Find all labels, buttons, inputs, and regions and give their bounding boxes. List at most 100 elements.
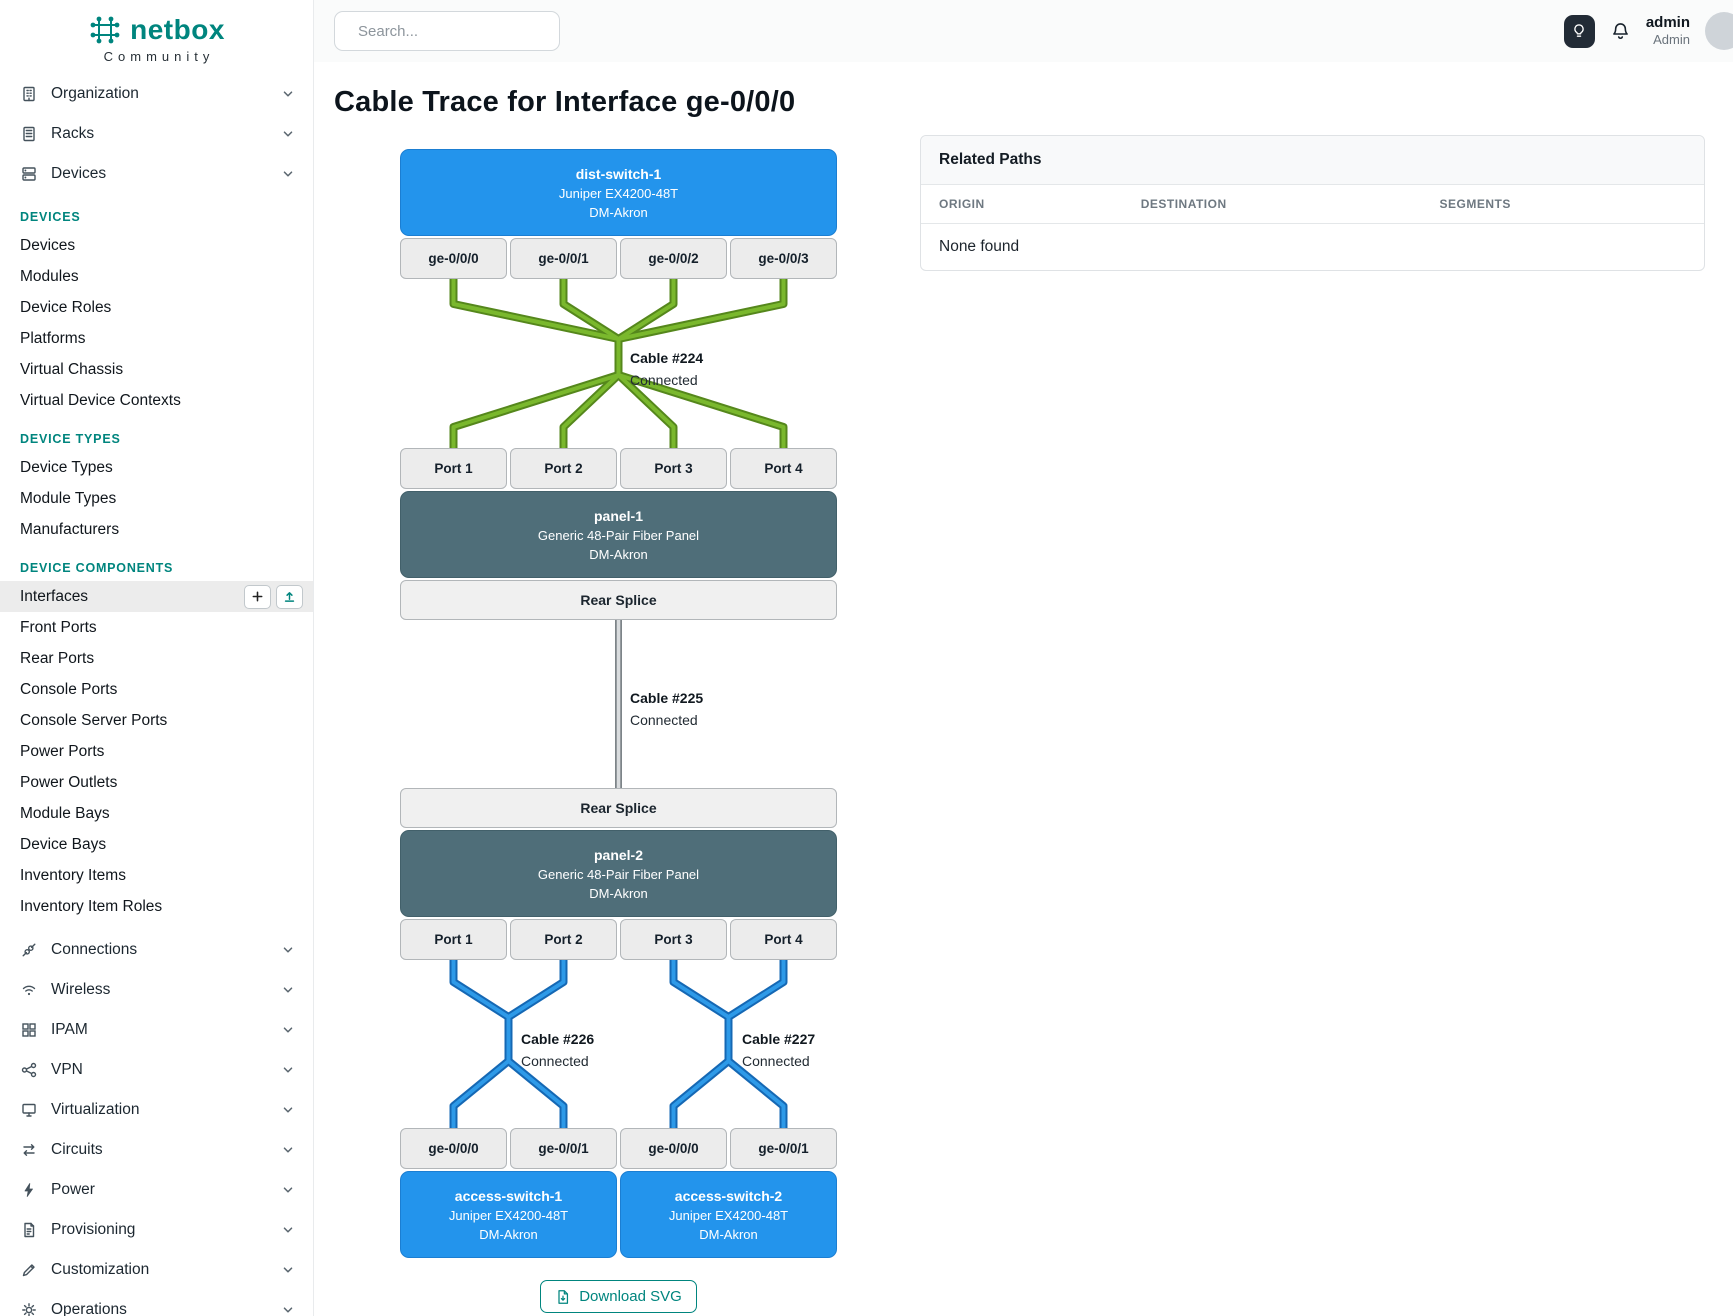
brand-name: netbox xyxy=(130,14,225,45)
sidebar-item-vpn[interactable]: VPN xyxy=(0,1050,313,1090)
trace-device-access-switch-2[interactable]: access-switch-2 Juniper EX4200-48T DM-Ak… xyxy=(620,1171,837,1258)
interface-port[interactable]: ge-0/0/2 xyxy=(620,238,727,279)
search-input[interactable] xyxy=(356,21,559,41)
front-port[interactable]: Port 4 xyxy=(730,919,837,960)
cable-link[interactable]: Cable #227 xyxy=(742,1031,816,1047)
front-port[interactable]: Port 2 xyxy=(510,919,617,960)
interface-port[interactable]: ge-0/0/3 xyxy=(730,238,837,279)
front-port[interactable]: Port 3 xyxy=(620,919,727,960)
panel1-front-port-row: Port 1 Port 2 Port 3 Port 4 xyxy=(400,448,837,489)
cable-225-label: Cable #225 Connected xyxy=(630,687,703,731)
trace-device-panel-2[interactable]: panel-2 Generic 48-Pair Fiber Panel DM-A… xyxy=(400,830,837,917)
sidebar-item-power[interactable]: Power xyxy=(0,1170,313,1210)
sidebar-item-power-ports[interactable]: Power Ports xyxy=(20,742,105,760)
front-port[interactable]: Port 1 xyxy=(400,448,507,489)
sidebar-item-front-ports[interactable]: Front Ports xyxy=(20,618,97,636)
front-port[interactable]: Port 2 xyxy=(510,448,617,489)
add-interface-button[interactable] xyxy=(244,584,271,609)
interface-port[interactable]: ge-0/0/0 xyxy=(400,1128,507,1169)
chevron-down-icon xyxy=(283,1107,293,1113)
cable-224-line[interactable] xyxy=(449,279,788,448)
sidebar-item-virtualization[interactable]: Virtualization xyxy=(0,1090,313,1130)
cable-226-line[interactable] xyxy=(449,960,568,1128)
sidebar-item-virtual-device-contexts[interactable]: Virtual Device Contexts xyxy=(20,391,181,409)
sidebar-item-device-bays[interactable]: Device Bays xyxy=(20,835,107,853)
download-svg-button[interactable]: Download SVG xyxy=(540,1280,697,1313)
sidebar-item-devices[interactable]: Devices xyxy=(0,154,313,194)
chevron-down-icon xyxy=(283,947,293,953)
chevron-down-icon xyxy=(283,1147,293,1153)
rack-icon xyxy=(20,125,38,143)
sidebar-item-device-roles[interactable]: Device Roles xyxy=(20,298,112,316)
cable-227-line[interactable] xyxy=(669,960,788,1128)
sidebar-item-inventory-item-roles[interactable]: Inventory Item Roles xyxy=(20,897,163,915)
sidebar-item-circuits[interactable]: Circuits xyxy=(0,1130,313,1170)
related-paths-title: Related Paths xyxy=(921,136,1704,185)
theme-toggle-button[interactable] xyxy=(1563,14,1595,48)
chevron-down-icon xyxy=(283,1267,293,1273)
transfer-arrows-icon xyxy=(20,1141,38,1159)
sidebar-item-inventory-items[interactable]: Inventory Items xyxy=(20,866,126,884)
user-avatar[interactable] xyxy=(1705,12,1733,50)
sidebar-item-devices-list[interactable]: Devices xyxy=(20,236,76,254)
sidebar-item-customization[interactable]: Customization xyxy=(0,1250,313,1290)
cable-link[interactable]: Cable #225 xyxy=(630,690,704,706)
sidebar-item-power-outlets[interactable]: Power Outlets xyxy=(20,773,118,791)
sidebar-item-device-types[interactable]: Device Types xyxy=(20,458,113,476)
column-header-segments: SEGMENTS xyxy=(1439,197,1511,211)
page-content: Cable Trace for Interface ge-0/0/0 xyxy=(314,62,1733,1316)
front-port[interactable]: Port 3 xyxy=(620,448,727,489)
chevron-down-icon xyxy=(283,171,293,177)
brand-tagline: Community xyxy=(103,49,215,64)
sidebar-item-connections[interactable]: Connections xyxy=(0,930,313,970)
panel1-rear-splice[interactable]: Rear Splice xyxy=(400,580,837,620)
sidebar-item-ipam[interactable]: IPAM xyxy=(0,1010,313,1050)
search-box[interactable] xyxy=(334,11,560,51)
trace-device-access-switch-1[interactable]: access-switch-1 Juniper EX4200-48T DM-Ak… xyxy=(400,1171,617,1258)
front-port[interactable]: Port 4 xyxy=(730,448,837,489)
sidebar-item-module-bays[interactable]: Module Bays xyxy=(20,804,110,822)
interface-port[interactable]: ge-0/0/1 xyxy=(730,1128,837,1169)
sidebar-item-virtual-chassis[interactable]: Virtual Chassis xyxy=(20,360,124,378)
cable-226-label: Cable #226 Connected xyxy=(521,1028,594,1072)
sidebar-item-module-types[interactable]: Module Types xyxy=(20,489,117,507)
import-interfaces-button[interactable] xyxy=(276,584,303,609)
chevron-down-icon xyxy=(283,91,293,97)
cable-link[interactable]: Cable #226 xyxy=(521,1031,595,1047)
user-menu[interactable]: admin Admin xyxy=(1645,13,1690,48)
chevron-down-icon xyxy=(283,1307,293,1313)
trace-device-panel-1[interactable]: panel-1 Generic 48-Pair Fiber Panel DM-A… xyxy=(400,491,837,578)
sidebar-item-console-ports[interactable]: Console Ports xyxy=(20,680,118,698)
sidebar-item-wireless[interactable]: Wireless xyxy=(0,970,313,1010)
interface-port[interactable]: ge-0/0/1 xyxy=(510,1128,617,1169)
interface-port[interactable]: ge-0/0/0 xyxy=(400,238,507,279)
sidebar-item-organization[interactable]: Organization xyxy=(0,74,313,114)
panel2-rear-splice[interactable]: Rear Splice xyxy=(400,788,837,828)
interface-port[interactable]: ge-0/0/0 xyxy=(620,1128,727,1169)
chevron-down-icon xyxy=(283,1027,293,1033)
section-heading-device-components: DEVICE COMPONENTS xyxy=(20,561,174,575)
notifications-button[interactable] xyxy=(1610,21,1631,42)
chevron-down-icon xyxy=(283,131,293,137)
cable-224-label: Cable #224 Connected xyxy=(630,347,703,391)
sidebar-item-provisioning[interactable]: Provisioning xyxy=(0,1210,313,1250)
cable-link[interactable]: Cable #224 xyxy=(630,350,704,366)
sidebar-item-console-server-ports[interactable]: Console Server Ports xyxy=(20,711,168,729)
empty-state-text: None found xyxy=(939,238,1020,255)
interface-port[interactable]: ge-0/0/1 xyxy=(510,238,617,279)
sidebar-item-modules[interactable]: Modules xyxy=(20,267,79,285)
sidebar-item-rear-ports[interactable]: Rear Ports xyxy=(20,649,95,667)
sidebar-item-racks[interactable]: Racks xyxy=(0,114,313,154)
trace-device-dist-switch-1[interactable]: dist-switch-1 Juniper EX4200-48T DM-Akro… xyxy=(400,149,837,236)
sidebar-item-operations[interactable]: Operations xyxy=(0,1290,313,1316)
monitor-icon xyxy=(20,1101,38,1119)
page-title: Cable Trace for Interface ge-0/0/0 xyxy=(334,86,796,118)
front-port[interactable]: Port 1 xyxy=(400,919,507,960)
brand[interactable]: netbox Community xyxy=(0,14,313,64)
sidebar-item-manufacturers[interactable]: Manufacturers xyxy=(20,520,120,538)
access-switch-port-row: ge-0/0/0 ge-0/0/1 ge-0/0/0 ge-0/0/1 xyxy=(400,1128,837,1169)
sidebar-item-interfaces[interactable]: Interfaces xyxy=(0,581,313,612)
cable-trace-diagram: dist-switch-1 Juniper EX4200-48T DM-Akro… xyxy=(400,149,837,1258)
sidebar-item-platforms[interactable]: Platforms xyxy=(20,329,86,347)
